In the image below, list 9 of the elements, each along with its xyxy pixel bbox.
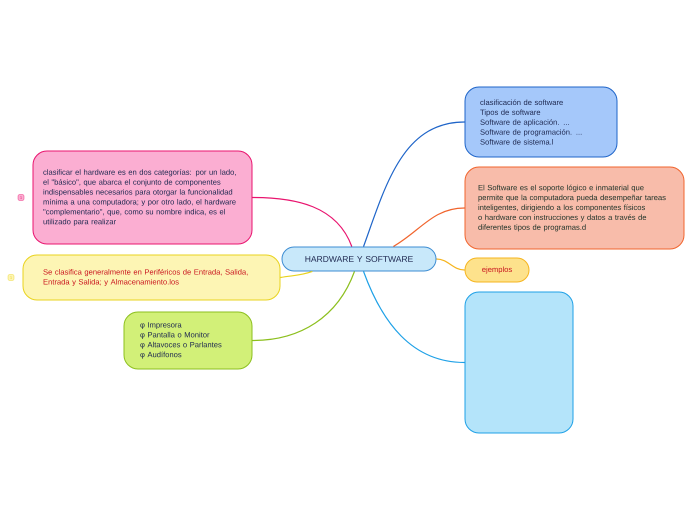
connector <box>252 196 352 247</box>
connector <box>280 270 313 278</box>
connector <box>363 271 465 364</box>
connector <box>436 258 465 271</box>
connector <box>362 121 465 247</box>
connector <box>252 271 355 342</box>
topic-box <box>464 292 574 434</box>
connector <box>393 207 465 247</box>
central-topic: HARDWARE Y SOFTWARE <box>282 246 436 272</box>
